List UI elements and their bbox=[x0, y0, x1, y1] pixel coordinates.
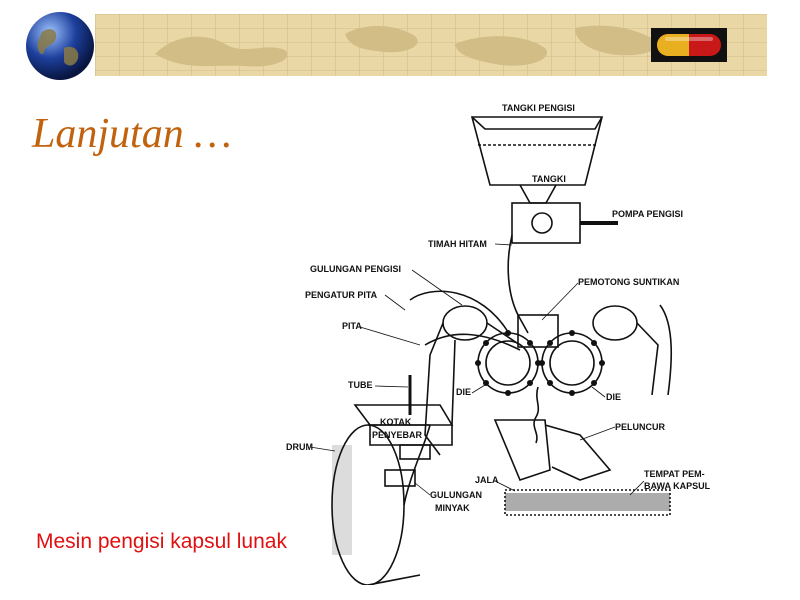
label-pita: PITA bbox=[342, 321, 362, 331]
label-bawa-kapsul: BAWA KAPSUL bbox=[644, 481, 711, 491]
label-tempat-pem: TEMPAT PEM- bbox=[644, 469, 705, 479]
label-timah-hitam: TIMAH HITAM bbox=[428, 239, 487, 249]
label-jala: JALA bbox=[475, 475, 499, 485]
label-gulungan: GULUNGAN bbox=[430, 490, 482, 500]
globe-icon bbox=[26, 12, 94, 80]
slide-caption: Mesin pengisi kapsul lunak bbox=[36, 530, 287, 553]
label-tangki-pengisi: TANGKI PENGISI bbox=[502, 103, 575, 113]
label-gulungan-pengisi: GULUNGAN PENGISI bbox=[310, 264, 401, 274]
label-pemotong-suntikan: PEMOTONG SUNTIKAN bbox=[578, 277, 679, 287]
label-pompa-pengisi: POMPA PENGISI bbox=[612, 209, 683, 219]
label-penyebar: PENYEBAR bbox=[372, 430, 423, 440]
label-tube: TUBE bbox=[348, 380, 373, 390]
soft-capsule-machine-diagram: TANGKI PENGISI TANGKI POMPA PENGISI TIMA… bbox=[286, 103, 711, 585]
label-drum: DRUM bbox=[286, 442, 313, 452]
capsule-icon bbox=[651, 28, 727, 62]
slide-title: Lanjutan … bbox=[32, 111, 232, 157]
label-tangki: TANGKI bbox=[532, 174, 566, 184]
label-die-left: DIE bbox=[456, 387, 471, 397]
label-die-right: DIE bbox=[606, 392, 621, 402]
label-pengatur-pita: PENGATUR PITA bbox=[305, 290, 378, 300]
label-peluncur: PELUNCUR bbox=[615, 422, 666, 432]
label-minyak: MINYAK bbox=[435, 503, 470, 513]
label-kotak: KOTAK bbox=[380, 417, 412, 427]
